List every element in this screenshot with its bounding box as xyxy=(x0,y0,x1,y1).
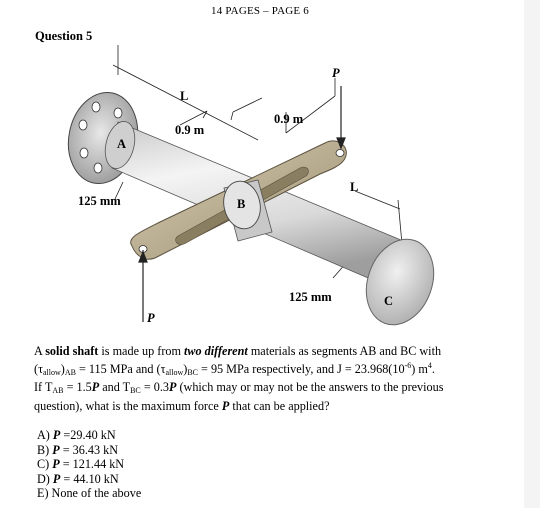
label-P-top: P xyxy=(332,66,340,80)
label-dia-right: 125 mm xyxy=(289,290,332,304)
option-c[interactable]: C) P = 121.44 kN xyxy=(37,457,125,472)
load-arrows xyxy=(138,86,346,322)
page-header: 14 PAGES – PAGE 6 xyxy=(211,5,309,17)
label-L-top: L xyxy=(180,89,189,103)
label-dim-left: 0.9 m xyxy=(175,123,205,137)
label-B: B xyxy=(237,197,246,211)
emph-two-different: two different xyxy=(184,344,248,358)
label-dia-left: 125 mm xyxy=(78,194,121,208)
dimension-arrows xyxy=(202,110,234,121)
label-L-right: L xyxy=(350,180,359,194)
option-e[interactable]: E) None of the above xyxy=(37,486,142,501)
shaft-figure xyxy=(67,45,435,326)
label-dim-right: 0.9 m xyxy=(274,112,304,126)
option-b[interactable]: B) P = 36.43 kN xyxy=(37,442,119,457)
right-disc xyxy=(365,238,435,326)
question-title: Question 5 xyxy=(35,29,93,43)
problem-statement: A solid shaft is made up from two differ… xyxy=(34,344,444,413)
label-C: C xyxy=(384,294,394,308)
answer-options: A) P =29.40 kN B) P = 36.43 kN C) P = 12… xyxy=(37,428,141,501)
option-a[interactable]: A) P =29.40 kN xyxy=(37,428,116,442)
label-A: A xyxy=(117,137,127,151)
collar-b xyxy=(223,179,273,242)
label-P-bottom: P xyxy=(147,311,155,325)
option-d[interactable]: D) P = 44.10 kN xyxy=(37,471,119,486)
emph-solid-shaft: solid shaft xyxy=(45,344,99,358)
right-margin-strip xyxy=(524,0,540,508)
